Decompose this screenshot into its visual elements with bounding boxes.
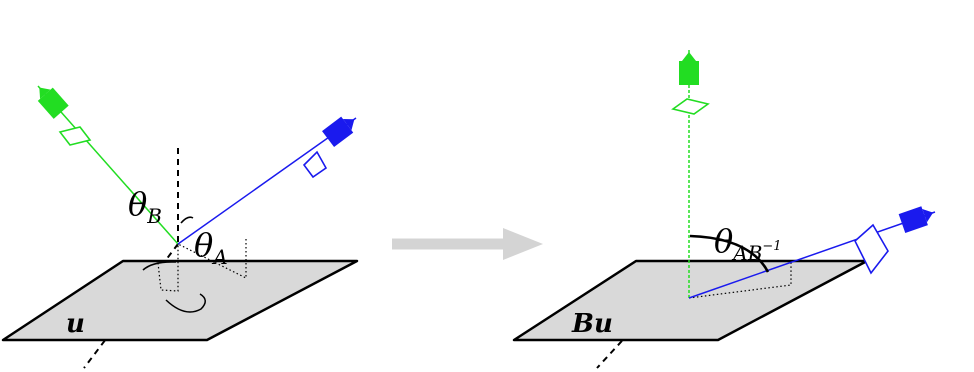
camera-green-left xyxy=(31,80,69,119)
camera-blue-right xyxy=(898,203,937,234)
right-panel: θAB−1 Bu xyxy=(512,50,937,369)
plane-label-bu: Bu xyxy=(571,309,613,339)
ray-green-left xyxy=(37,85,179,245)
theta-b-label: θB xyxy=(128,185,162,228)
camera-blue-left xyxy=(322,111,361,148)
azimuth-arc-left xyxy=(165,293,206,313)
ray-blue-left xyxy=(177,117,357,245)
image-plane-green-right xyxy=(671,98,710,115)
image-plane-green-left xyxy=(58,126,92,146)
image-plane-blue-right xyxy=(854,223,889,275)
arc-theta-ab xyxy=(689,234,770,273)
ray-blue-right xyxy=(688,211,936,299)
theta-ab-label: θAB−1 xyxy=(714,222,782,265)
left-panel: θB θA u xyxy=(1,80,361,369)
plane-label-u: u xyxy=(66,309,85,339)
arc-theta-a xyxy=(180,216,194,224)
image-plane-blue-left xyxy=(302,150,328,179)
plane-u xyxy=(1,259,359,342)
plane-bu xyxy=(512,259,869,342)
arc-theta-b xyxy=(142,261,177,271)
transform-arrow xyxy=(392,228,543,260)
projection-a-dotted xyxy=(177,239,247,279)
theta-a-label: θA xyxy=(194,226,228,269)
camera-green-right xyxy=(679,52,699,85)
